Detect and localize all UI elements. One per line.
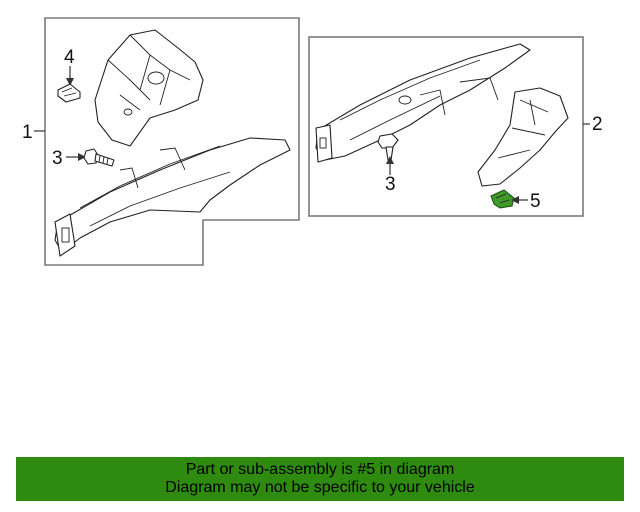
clip-part (57, 83, 81, 103)
bracket-part-5-detail (495, 193, 510, 204)
info-banner-line-2: Diagram may not be specific to your vehi… (165, 479, 475, 496)
assembly-1-box (44, 17, 300, 266)
callout-3-left: 3 (52, 148, 63, 169)
callout-2: 2 (592, 114, 603, 135)
rail-left (54, 137, 291, 257)
leader-5-arrow (511, 196, 519, 204)
upper-apron-left (94, 29, 204, 147)
info-banner-line-1: Part or sub-assembly is #5 in diagram (185, 461, 455, 478)
side-member-right (477, 87, 569, 187)
info-banner: Part or sub-assembly is #5 in diagram Di… (16, 457, 624, 501)
bolt-right (377, 133, 399, 161)
callout-4: 4 (64, 47, 75, 68)
leader-4-arrow (66, 78, 74, 86)
bolt-left (83, 148, 115, 167)
assembly-2-box (308, 36, 584, 217)
leader-3-left-arrow (78, 153, 86, 161)
leader-3-right-arrow (386, 156, 394, 164)
callout-5: 5 (530, 191, 541, 212)
bracket-part-5 (490, 189, 515, 209)
rail-right (315, 43, 531, 163)
callout-3-right: 3 (385, 174, 396, 195)
callout-1: 1 (22, 122, 33, 143)
